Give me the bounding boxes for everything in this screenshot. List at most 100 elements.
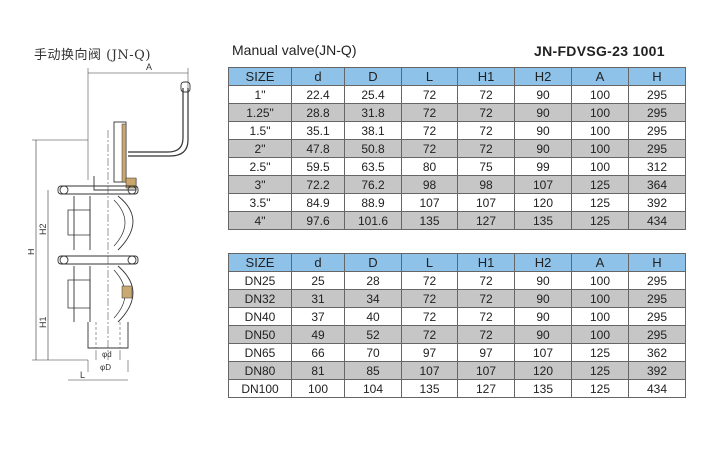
dim-h-label: H — [28, 249, 36, 256]
dim-dd-label: φD — [100, 363, 111, 372]
value-cell: 40 — [344, 307, 402, 326]
value-cell: 72 — [401, 307, 458, 326]
value-cell: 72 — [457, 121, 515, 140]
value-cell: 120 — [514, 193, 572, 212]
size-cell: DN25 — [228, 271, 292, 290]
value-cell: 295 — [628, 325, 686, 344]
value-cell: 80 — [401, 157, 458, 176]
value-cell: 34 — [344, 289, 402, 308]
value-cell: 98 — [457, 175, 515, 194]
value-cell: 85 — [344, 361, 402, 380]
size-cell: 3" — [228, 175, 292, 194]
size-cell: DN80 — [228, 361, 292, 380]
value-cell: 66 — [291, 343, 345, 362]
value-cell: 135 — [401, 379, 458, 398]
size-cell: 2.5" — [228, 157, 292, 176]
value-cell: 72 — [457, 289, 515, 308]
value-cell: 72 — [457, 307, 515, 326]
value-cell: 81 — [291, 361, 345, 380]
value-cell: 127 — [457, 211, 515, 230]
size-cell: 1.5" — [228, 121, 292, 140]
value-cell: 295 — [628, 307, 686, 326]
value-cell: 49 — [291, 325, 345, 344]
header-h: H — [628, 253, 686, 272]
header-h2: H2 — [514, 253, 572, 272]
value-cell: 72 — [401, 271, 458, 290]
value-cell: 100 — [571, 325, 629, 344]
value-cell: 312 — [628, 157, 686, 176]
value-cell: 125 — [571, 361, 629, 380]
value-cell: 59.5 — [291, 157, 345, 176]
header-a: A — [571, 253, 629, 272]
value-cell: 90 — [514, 139, 572, 158]
value-cell: 295 — [628, 271, 686, 290]
value-cell: 125 — [571, 175, 629, 194]
value-cell: 63.5 — [344, 157, 402, 176]
value-cell: 90 — [514, 325, 572, 344]
value-cell: 100 — [571, 271, 629, 290]
value-cell: 72 — [457, 325, 515, 344]
size-cell: 1.25" — [228, 103, 292, 122]
value-cell: 135 — [514, 379, 572, 398]
value-cell: 295 — [628, 139, 686, 158]
value-cell: 90 — [514, 289, 572, 308]
value-cell: 295 — [628, 103, 686, 122]
value-cell: 31 — [291, 289, 345, 308]
value-cell: 37 — [291, 307, 345, 326]
value-cell: 135 — [514, 211, 572, 230]
value-cell: 97.6 — [291, 211, 345, 230]
header-h2: H2 — [514, 67, 572, 86]
value-cell: 295 — [628, 85, 686, 104]
value-cell: 100 — [571, 103, 629, 122]
header-l: L — [401, 67, 458, 86]
value-cell: 100 — [571, 157, 629, 176]
model-number: JN-FDVSG-23 1001 — [534, 43, 665, 59]
value-cell: 84.9 — [291, 193, 345, 212]
value-cell: 434 — [628, 211, 686, 230]
value-cell: 107 — [457, 361, 515, 380]
value-cell: 100 — [571, 85, 629, 104]
value-cell: 100 — [291, 379, 345, 398]
value-cell: 90 — [514, 271, 572, 290]
value-cell: 392 — [628, 193, 686, 212]
value-cell: 52 — [344, 325, 402, 344]
value-cell: 107 — [514, 175, 572, 194]
english-title: Manual valve(JN-Q) — [232, 42, 357, 58]
value-cell: 127 — [457, 379, 515, 398]
table-header-row: SIZE d D L H1 H2 A H — [228, 67, 686, 86]
value-cell: 90 — [514, 103, 572, 122]
size-cell: 1" — [228, 85, 292, 104]
value-cell: 104 — [344, 379, 402, 398]
value-cell: 72 — [401, 121, 458, 140]
chinese-title: 手动换向阀 (JN-Q) — [34, 48, 151, 63]
value-cell: 120 — [514, 361, 572, 380]
value-cell: 434 — [628, 379, 686, 398]
header-d: d — [291, 253, 345, 272]
value-cell: 22.4 — [291, 85, 345, 104]
value-cell: 107 — [401, 193, 458, 212]
value-cell: 75 — [457, 157, 515, 176]
value-cell: 72 — [401, 325, 458, 344]
size-cell: 3.5" — [228, 193, 292, 212]
size-cell: DN32 — [228, 289, 292, 308]
value-cell: 362 — [628, 343, 686, 362]
value-cell: 295 — [628, 121, 686, 140]
value-cell: 70 — [344, 343, 402, 362]
value-cell: 364 — [628, 175, 686, 194]
value-cell: 107 — [514, 343, 572, 362]
dim-h1-label: H1 — [38, 316, 48, 328]
header-a: A — [571, 67, 629, 86]
value-cell: 125 — [571, 343, 629, 362]
header-l: L — [401, 253, 458, 272]
